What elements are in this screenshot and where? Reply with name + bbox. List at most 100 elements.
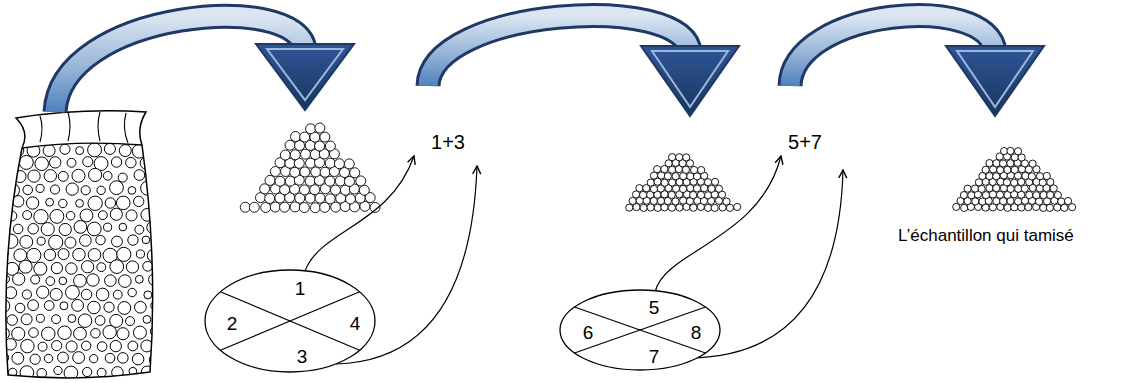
grain: [31, 275, 40, 284]
grain: [1007, 185, 1014, 192]
grain: [20, 235, 33, 248]
grain: [36, 314, 44, 322]
grain: [147, 221, 159, 233]
grain: [12, 327, 25, 340]
grain: [687, 185, 694, 192]
grain: [1043, 184, 1050, 191]
grain: [19, 155, 33, 169]
grain: [1039, 179, 1046, 186]
grain: [330, 185, 340, 195]
grain: [1050, 185, 1057, 192]
grain: [982, 178, 989, 185]
grain: [135, 225, 144, 234]
grain: [693, 173, 700, 180]
quarter-divider: [220, 292, 359, 351]
grain: [21, 314, 32, 325]
grain: [0, 198, 9, 207]
grain: [260, 184, 270, 194]
grain: [46, 198, 54, 206]
grain: [104, 143, 115, 154]
grain: [1026, 191, 1033, 198]
grain: [285, 176, 295, 186]
grain: [67, 158, 76, 167]
grain: [132, 353, 144, 365]
grain: [1046, 204, 1053, 211]
grain: [90, 355, 98, 363]
grain: [275, 158, 285, 168]
grain: [996, 191, 1003, 198]
grain: [128, 341, 138, 351]
quarter-number: 6: [583, 323, 594, 342]
grain: [1021, 185, 1028, 192]
grain: [657, 185, 664, 192]
transfer-arrow: [55, 16, 354, 112]
grain: [81, 289, 91, 299]
grain: [290, 150, 300, 160]
grain: [1004, 204, 1011, 211]
grain: [310, 185, 320, 195]
grain: [993, 185, 1000, 192]
pointer-arrow: [655, 156, 781, 292]
grain: [36, 184, 44, 192]
grain: [672, 173, 679, 180]
grain: [104, 302, 114, 312]
grain: [74, 274, 87, 287]
grain: [349, 184, 359, 194]
grain: [1004, 166, 1011, 173]
grain: [97, 368, 106, 377]
grain: [51, 262, 62, 273]
grain: [0, 172, 9, 183]
caption-note: L’échantillon qui tamisé: [898, 226, 1074, 246]
grain: [986, 160, 993, 167]
grain: [58, 249, 69, 260]
grain: [683, 178, 690, 185]
grain: [690, 204, 697, 211]
grain: [636, 197, 643, 204]
grain: [37, 368, 47, 378]
grain: [975, 179, 982, 186]
grain: [64, 366, 78, 380]
grain: [350, 168, 360, 178]
grain: [325, 176, 335, 186]
arrow-head-bevel: [957, 51, 1033, 107]
grain: [687, 173, 694, 180]
grain: [978, 185, 985, 192]
grain: [1000, 172, 1007, 179]
grain: [1018, 204, 1025, 211]
grain: [964, 197, 971, 204]
grain: [1015, 198, 1022, 205]
grain: [654, 178, 661, 185]
grain: [650, 197, 657, 204]
grain: [1040, 204, 1047, 211]
grain: [88, 301, 101, 314]
sack-grains: [0, 143, 161, 380]
grain: [683, 203, 690, 210]
oval-border: [205, 270, 375, 372]
grain: [643, 185, 650, 192]
grain: [265, 193, 275, 203]
grain: [1011, 204, 1018, 211]
grain: [1025, 204, 1032, 211]
grain: [20, 366, 34, 380]
grain: [993, 160, 1000, 167]
grain: [997, 166, 1004, 173]
grain: [335, 176, 345, 186]
grain: [49, 235, 63, 249]
grain: [701, 172, 708, 179]
grain: [668, 204, 675, 211]
grain: [315, 158, 325, 168]
grain: [334, 159, 344, 169]
grain: [119, 223, 127, 231]
grain: [1043, 172, 1050, 179]
grain: [13, 224, 23, 234]
grain: [295, 193, 305, 203]
grain: [690, 178, 697, 185]
grain: [128, 288, 136, 296]
grain: [993, 198, 1000, 205]
arrow-band-outline: [428, 16, 690, 86]
grain: [1029, 184, 1036, 191]
grain: [664, 197, 671, 204]
grain: [23, 185, 32, 194]
grain: [76, 199, 84, 207]
grain: [135, 275, 143, 283]
